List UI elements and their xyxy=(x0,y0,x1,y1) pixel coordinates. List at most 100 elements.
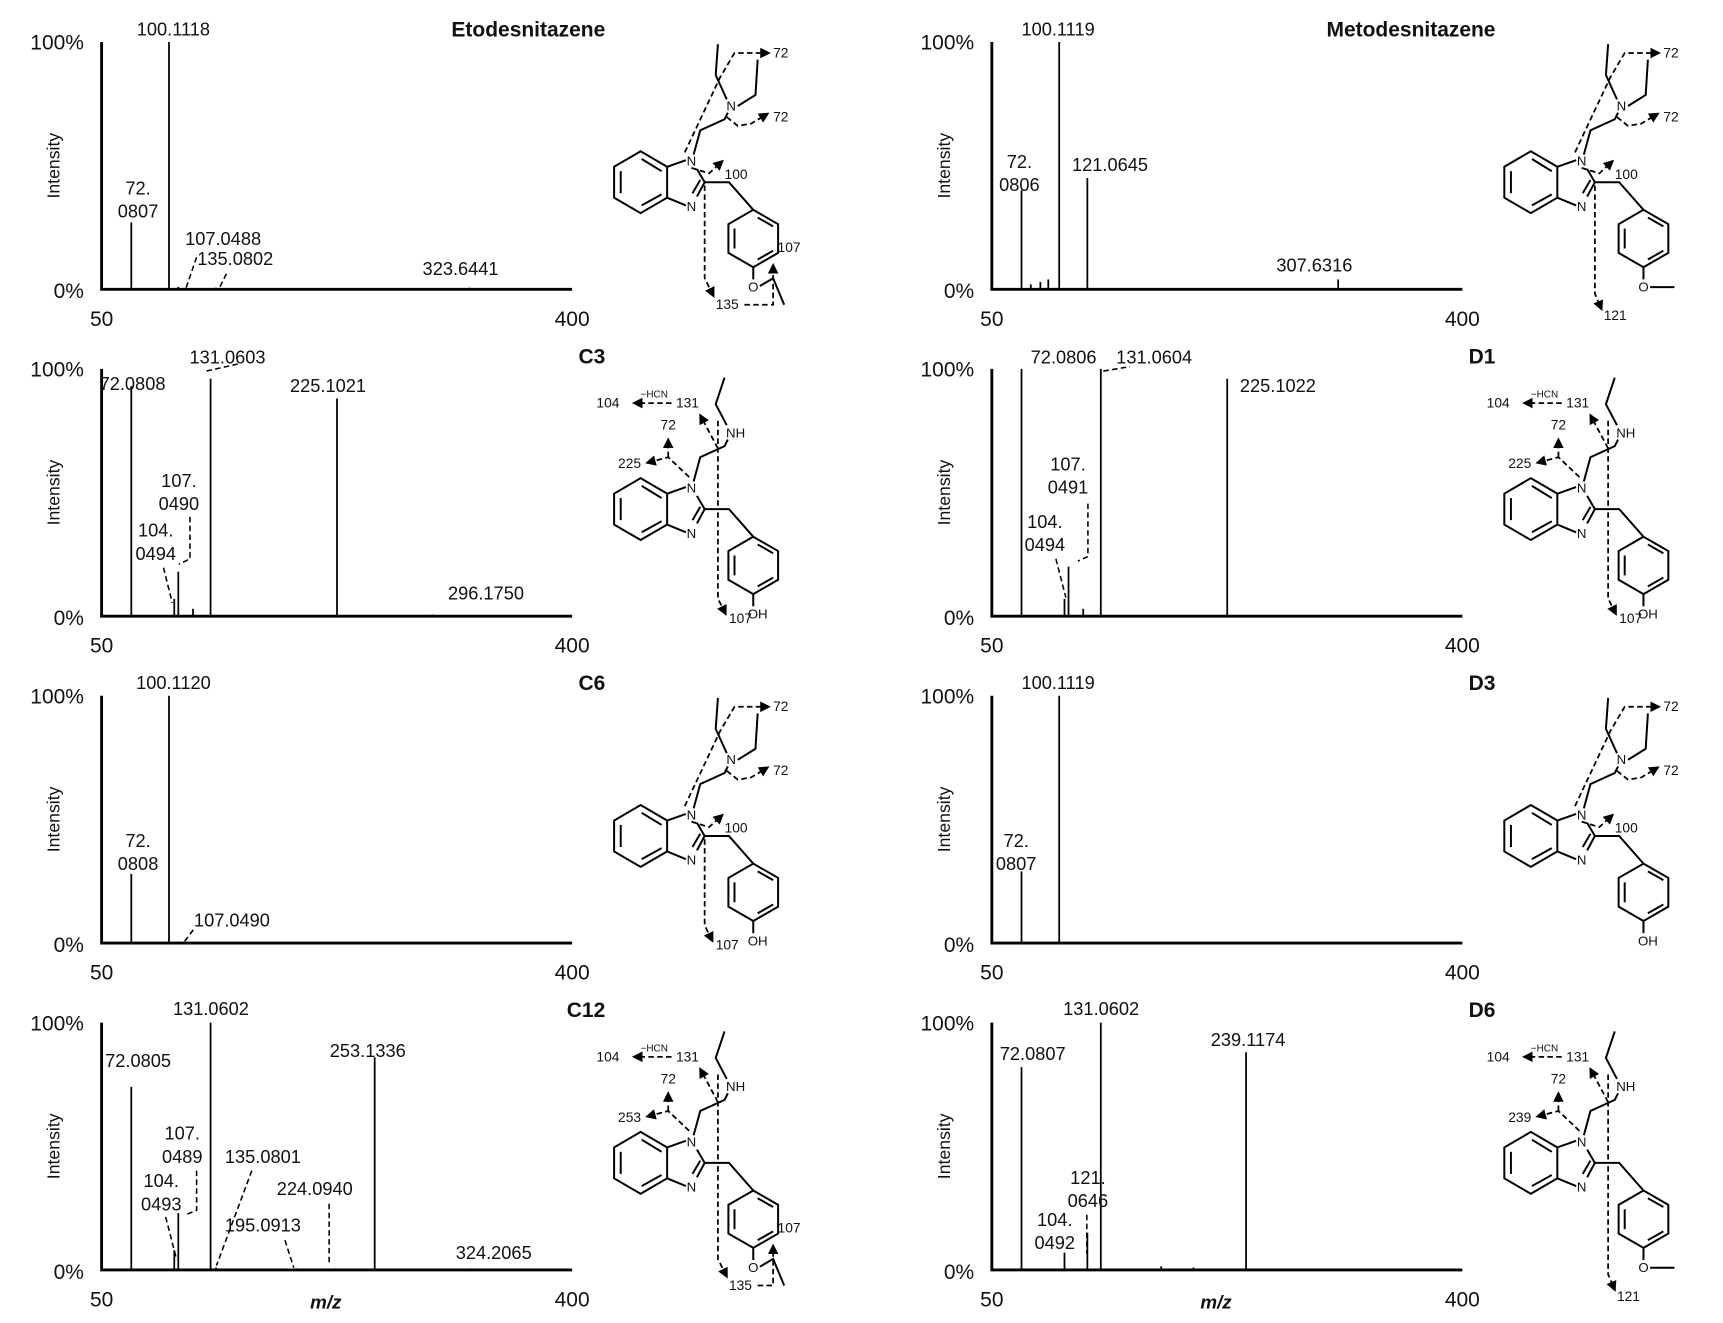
peak-label: 0646 xyxy=(1068,1191,1109,1211)
amine-nh-atom-label: NH xyxy=(726,425,745,440)
peak-label-leader xyxy=(185,1170,198,1216)
amine-n-atom-label: N xyxy=(1617,98,1627,113)
bond xyxy=(727,535,780,596)
peak-label: 0494 xyxy=(135,544,176,564)
fragment-parent-label: 239 xyxy=(1508,1110,1531,1125)
peak-label: 296.1750 xyxy=(448,584,524,604)
peak-label: 107. xyxy=(165,1124,200,1144)
y-axis-label: Intensity xyxy=(44,459,64,525)
fragment-72-label: 72 xyxy=(1551,418,1566,433)
peak-label-leader xyxy=(178,516,191,566)
n1-atom-label: N xyxy=(687,154,697,169)
fragment-100-label: 100 xyxy=(725,821,748,836)
bond xyxy=(1582,765,1619,809)
bond xyxy=(692,112,729,155)
o-atom-label: O xyxy=(1638,1260,1648,1275)
peak-label: 0492 xyxy=(1035,1233,1076,1253)
bond xyxy=(757,543,774,555)
y-tick-0: 0% xyxy=(944,934,974,957)
fragment-121-label: 121 xyxy=(1604,308,1627,323)
bond xyxy=(1594,181,1645,211)
fragment-131-label: 131 xyxy=(1566,396,1589,411)
amine-n-atom-label: N xyxy=(726,752,736,767)
bond xyxy=(666,523,687,534)
peak-label: 72.0806 xyxy=(1031,347,1097,367)
fragmentation-arrow xyxy=(1581,159,1615,175)
peak-label: 135.0801 xyxy=(225,1147,301,1167)
bond xyxy=(759,276,786,306)
peak-label-leader xyxy=(184,257,198,290)
peak-label: 72. xyxy=(125,831,150,851)
bond xyxy=(696,822,706,837)
peak-label: 100.1119 xyxy=(1021,673,1094,693)
bond xyxy=(641,1174,663,1187)
n1-atom-label: N xyxy=(1577,481,1587,496)
peak-label: 224.0940 xyxy=(277,1179,353,1199)
bond xyxy=(641,811,663,826)
fragmentation-arrow xyxy=(717,1166,728,1279)
bond xyxy=(1647,576,1664,588)
n1-atom-label: N xyxy=(1577,1134,1587,1149)
bond xyxy=(757,903,774,915)
n3-atom-label: N xyxy=(1577,853,1587,868)
fragmentation-arrow xyxy=(699,1067,719,1103)
hcn-loss-label: −HCN xyxy=(641,1043,668,1054)
x-tick-400: 400 xyxy=(555,308,590,331)
y-tick-100: 100% xyxy=(30,685,84,708)
axes xyxy=(100,695,573,945)
fragment-121-label: 121 xyxy=(1617,1289,1640,1304)
x-tick-400: 400 xyxy=(1445,308,1480,331)
peak-label: 135.0802 xyxy=(197,249,273,269)
x-tick-400: 400 xyxy=(1445,962,1480,985)
bond xyxy=(1503,477,1559,542)
peak-label-leader xyxy=(162,567,174,604)
bond xyxy=(1647,903,1664,915)
fragmentation-arrow xyxy=(1589,413,1609,449)
bond xyxy=(1556,523,1577,534)
bond xyxy=(641,193,663,207)
fragment-107-label: 107 xyxy=(729,611,752,626)
bond xyxy=(1617,535,1670,596)
bond xyxy=(1647,543,1664,555)
x-axis-label: m/z xyxy=(1200,1292,1232,1313)
fragment-107-label: 107 xyxy=(778,1220,801,1235)
bond xyxy=(696,1162,706,1178)
fragment-72-label: 72 xyxy=(1663,109,1678,124)
n3-atom-label: N xyxy=(1577,526,1587,541)
bond xyxy=(714,1031,728,1080)
bond xyxy=(1594,834,1645,865)
y-tick-100: 100% xyxy=(30,32,84,55)
bond xyxy=(704,1161,755,1192)
bond xyxy=(1582,1092,1619,1136)
bond xyxy=(691,1160,702,1175)
bond xyxy=(1617,1189,1670,1250)
peak-label: 107. xyxy=(161,471,196,491)
bond xyxy=(691,506,702,521)
oh-atom-label: OH xyxy=(1638,933,1658,948)
fragment-135-label: 135 xyxy=(729,1278,752,1293)
bond xyxy=(1647,870,1664,882)
bond xyxy=(1627,59,1649,107)
y-tick-0: 0% xyxy=(54,1261,84,1284)
y-tick-100: 100% xyxy=(30,359,84,382)
bond xyxy=(714,697,728,754)
x-tick-50: 50 xyxy=(980,1288,1003,1311)
peak-label: 0806 xyxy=(999,175,1040,195)
peak-label-leader xyxy=(217,273,228,290)
y-tick-0: 0% xyxy=(944,607,974,630)
fragment-72-label: 72 xyxy=(661,418,676,433)
bond xyxy=(1604,377,1618,426)
bond xyxy=(1531,1174,1553,1187)
y-axis-label: Intensity xyxy=(934,459,954,525)
fragmentation-arrow xyxy=(1616,112,1660,127)
bond xyxy=(757,249,774,261)
bond xyxy=(759,1257,786,1286)
bond xyxy=(714,377,728,426)
y-tick-0: 0% xyxy=(54,934,84,957)
bond xyxy=(1604,44,1618,100)
oh-atom-label: OH xyxy=(748,606,768,621)
